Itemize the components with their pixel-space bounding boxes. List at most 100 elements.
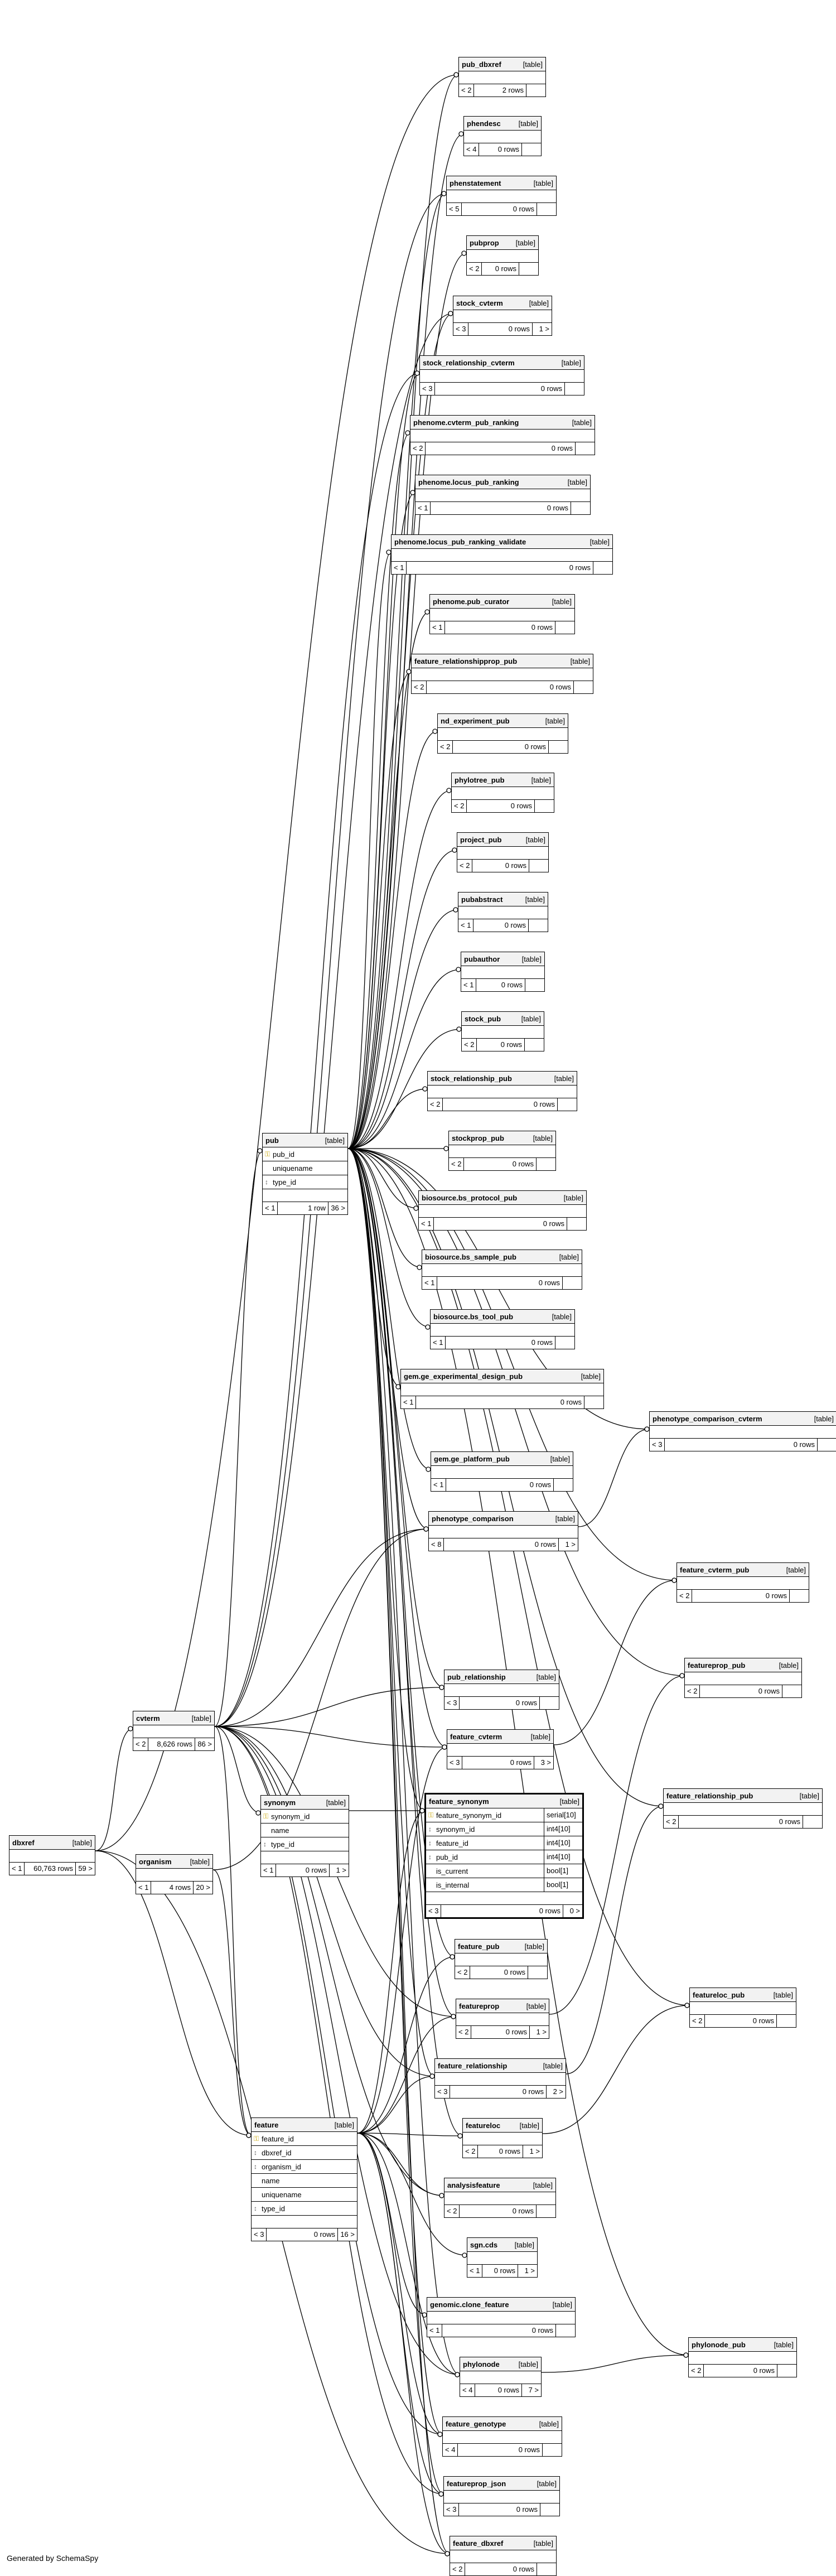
column-row[interactable]: name <box>261 1824 349 1837</box>
parents-count[interactable]: < 4 <box>460 2384 476 2396</box>
parents-count[interactable]: < 1 <box>419 1218 434 1230</box>
table-name[interactable]: phylonode_pub <box>692 2340 746 2349</box>
parents-count[interactable]: < 1 <box>392 562 407 574</box>
table-name[interactable]: biosource.bs_protocol_pub <box>422 1193 518 1202</box>
children-count[interactable] <box>564 383 584 395</box>
children-count[interactable] <box>593 562 612 574</box>
parents-count[interactable]: < 3 <box>453 323 469 335</box>
table-name[interactable]: project_pub <box>460 835 502 844</box>
table-name[interactable]: feature_synonym <box>429 1797 489 1806</box>
children-count[interactable] <box>521 143 541 156</box>
children-count[interactable] <box>526 84 545 97</box>
table-feature[interactable]: feature[table]⚿feature_id↕dbxref_id↕orga… <box>251 2117 357 2241</box>
children-count[interactable] <box>789 1590 809 1602</box>
children-count[interactable] <box>555 621 574 634</box>
table-name[interactable]: phenotype_comparison <box>432 1514 514 1523</box>
table-name[interactable]: feature_cvterm <box>450 1732 502 1741</box>
parents-count[interactable]: < 1 <box>431 1479 447 1491</box>
parents-count[interactable]: < 8 <box>429 1538 444 1551</box>
table-name[interactable]: dbxref <box>12 1838 35 1847</box>
children-count[interactable] <box>776 2015 796 2027</box>
parents-count[interactable]: < 1 <box>401 1396 417 1408</box>
parents-count[interactable]: < 1 <box>415 502 431 514</box>
children-count[interactable]: 59 > <box>75 1863 95 1875</box>
table-name[interactable]: feature_genotype <box>446 2419 506 2428</box>
table-name[interactable]: pub_relationship <box>447 1672 506 1681</box>
children-count[interactable] <box>534 800 554 812</box>
parents-count[interactable]: < 2 <box>456 2026 472 2038</box>
table-name[interactable]: stock_cvterm <box>456 298 503 307</box>
children-count[interactable] <box>537 2563 556 2575</box>
parents-count[interactable]: < 4 <box>443 2444 458 2456</box>
table-name[interactable]: sgn.cds <box>470 2240 498 2249</box>
children-count[interactable] <box>519 263 538 275</box>
column-row[interactable]: ↕type_id <box>252 2202 357 2216</box>
children-count[interactable] <box>540 2503 559 2516</box>
parents-count[interactable]: < 2 <box>463 2145 479 2158</box>
parents-count[interactable]: < 2 <box>438 741 453 753</box>
parents-count[interactable]: < 2 <box>452 800 467 812</box>
table-name[interactable]: feature_cvterm_pub <box>680 1565 750 1574</box>
parents-count[interactable]: < 2 <box>428 1098 443 1111</box>
parents-count[interactable]: < 3 <box>447 1757 463 1769</box>
parents-count[interactable]: < 5 <box>447 203 462 215</box>
parents-count[interactable]: < 1 <box>263 1202 278 1214</box>
children-count[interactable]: 86 > <box>195 1738 214 1750</box>
children-count[interactable] <box>542 2444 562 2456</box>
children-count[interactable]: 1 > <box>529 2026 549 2038</box>
children-count[interactable] <box>817 1439 836 1451</box>
children-count[interactable] <box>525 979 544 991</box>
children-count[interactable] <box>567 1218 586 1230</box>
column-row[interactable]: ⚿synonym_id <box>261 1810 349 1824</box>
parents-count[interactable]: < 2 <box>459 84 475 97</box>
table-name[interactable]: feature <box>254 2120 279 2129</box>
children-count[interactable] <box>536 1158 555 1170</box>
table-name[interactable]: pub_dbxref <box>462 60 501 69</box>
table-name[interactable]: phenome.pub_curator <box>433 597 510 606</box>
children-count[interactable]: 0 > <box>563 1905 582 1917</box>
children-count[interactable]: 1 > <box>518 2265 537 2277</box>
parents-count[interactable]: < 1 <box>136 1882 152 1894</box>
parents-count[interactable]: < 3 <box>426 1905 442 1917</box>
table-name[interactable]: pub <box>265 1136 279 1145</box>
parents-count[interactable]: < 2 <box>450 2563 466 2575</box>
table-name[interactable]: pubabstract <box>461 895 503 904</box>
children-count[interactable]: 36 > <box>328 1202 347 1214</box>
table-name[interactable]: featureprop_pub <box>688 1661 746 1670</box>
children-count[interactable] <box>584 1396 603 1408</box>
table-name[interactable]: organism <box>139 1857 172 1866</box>
table-name[interactable]: feature_dbxref <box>453 2539 504 2548</box>
column-row[interactable]: name <box>252 2174 357 2188</box>
table-name[interactable]: analysisfeature <box>447 2181 500 2189</box>
children-count[interactable] <box>575 442 595 455</box>
children-count[interactable] <box>562 1277 582 1289</box>
parents-count[interactable]: < 2 <box>685 1685 700 1697</box>
table-name[interactable]: stock_relationship_pub <box>431 1074 512 1083</box>
table-name[interactable]: stock_relationship_cvterm <box>423 358 515 367</box>
parents-count[interactable]: < 1 <box>261 1864 277 1876</box>
table-name[interactable]: biosource.bs_tool_pub <box>433 1312 514 1321</box>
table-gem-ge-experimental-design-pub[interactable]: gem.ge_experimental_design_pub[table]< 1… <box>400 1369 604 1409</box>
